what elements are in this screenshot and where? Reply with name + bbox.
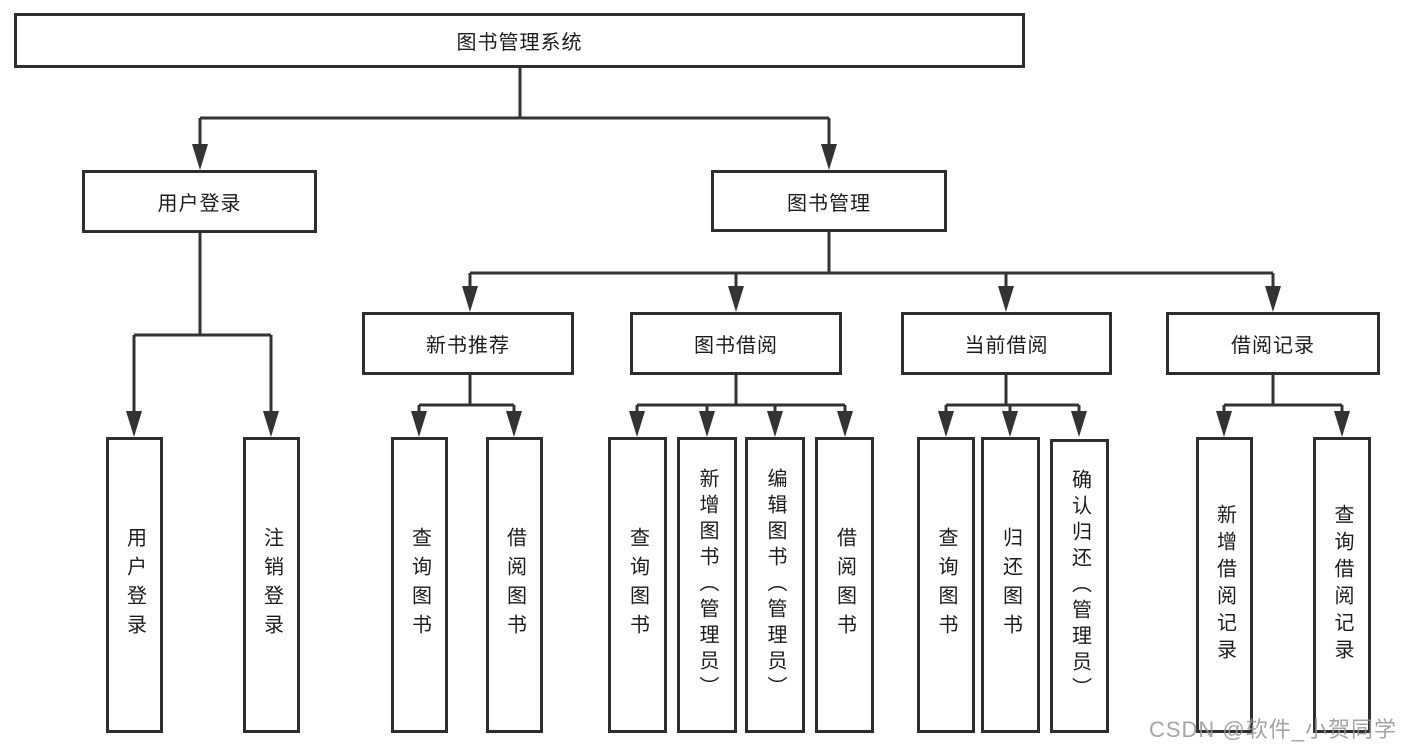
node-current-borrowing: 当前借阅 (901, 312, 1112, 375)
node-current-borrowing-label: 当前借阅 (964, 335, 1049, 357)
node-book-management-label: 图书管理 (787, 192, 871, 215)
leaf-cb-confirm-return-admin: 确认归还（管理员） (1050, 439, 1109, 733)
node-new-book-recommend-label: 新书推荐 (426, 335, 510, 357)
leaf-nb-query-books-label: 查询图书 (408, 527, 431, 643)
leaf-bb-query-books: 查询图书 (608, 437, 667, 733)
leaf-cb-query-books: 查询图书 (917, 437, 975, 733)
leaf-bb-add-books-admin-label: 新增图书（管理员） (696, 468, 718, 702)
node-book-borrowing: 图书借阅 (630, 312, 842, 375)
leaf-cb-query-books-label: 查询图书 (935, 527, 957, 643)
csdn-watermark: CSDN @软件_小贺同学 (1148, 717, 1397, 742)
leaf-nb-borrow-books-label: 借阅图书 (503, 527, 526, 643)
leaf-bb-add-books-admin: 新增图书（管理员） (677, 437, 737, 733)
leaf-bb-borrow-books-label: 借阅图书 (833, 527, 856, 643)
leaf-bb-query-books-label: 查询图书 (626, 527, 649, 643)
leaf-br-add-record-label: 新增借阅记录 (1213, 504, 1236, 666)
leaf-bb-borrow-books: 借阅图书 (815, 437, 874, 733)
leaf-nb-borrow-books: 借阅图书 (486, 437, 543, 733)
leaf-user-login-label: 用户登录 (123, 527, 146, 643)
node-book-management: 图书管理 (711, 170, 947, 232)
leaf-nb-query-books: 查询图书 (391, 437, 448, 733)
leaf-br-query-record-label: 查询借阅记录 (1331, 504, 1353, 666)
node-root-system: 图书管理系统 (14, 13, 1025, 68)
node-new-book-recommend: 新书推荐 (362, 312, 574, 375)
node-user-login: 用户登录 (82, 170, 317, 233)
leaf-cb-return-books: 归还图书 (981, 437, 1040, 733)
leaf-bb-edit-books-admin: 编辑图书（管理员） (745, 437, 805, 733)
node-user-login-label: 用户登录 (157, 193, 242, 215)
leaf-logout-label: 注销登录 (260, 527, 283, 643)
node-book-borrowing-label: 图书借阅 (694, 335, 778, 357)
leaf-cb-confirm-return-admin-label: 确认归还（管理员） (1068, 469, 1091, 703)
leaf-user-login: 用户登录 (106, 437, 163, 733)
leaf-bb-edit-books-admin-label: 编辑图书（管理员） (764, 468, 786, 702)
node-borrowing-records: 借阅记录 (1166, 312, 1380, 375)
node-borrowing-records-label: 借阅记录 (1231, 335, 1315, 357)
leaf-br-add-record: 新增借阅记录 (1196, 437, 1253, 733)
leaf-br-query-record: 查询借阅记录 (1313, 437, 1371, 733)
leaf-cb-return-books-label: 归还图书 (999, 527, 1022, 643)
node-root-system-label: 图书管理系统 (456, 32, 583, 54)
leaf-logout: 注销登录 (243, 437, 300, 733)
